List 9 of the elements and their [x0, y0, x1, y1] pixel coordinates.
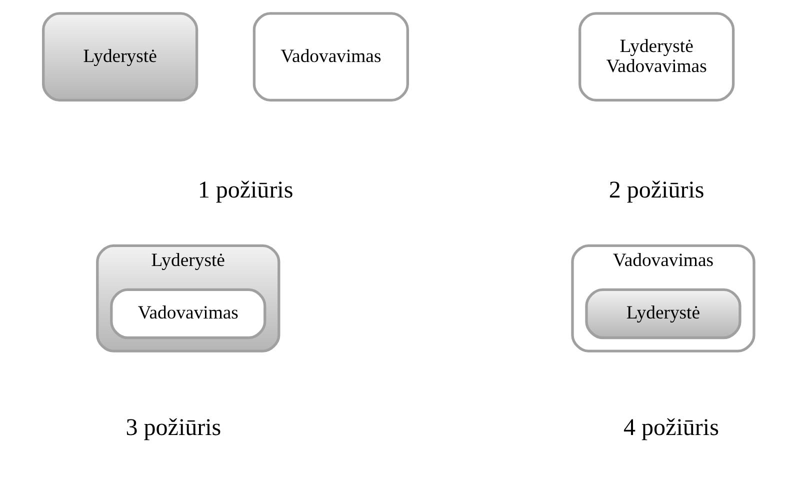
label: 2 požiūris: [608, 177, 704, 204]
label: 3 požiūris: [126, 415, 222, 442]
node-box: Lyderystė: [42, 12, 198, 102]
label: 4 požiūris: [624, 415, 719, 442]
node-box: Vadovavimas: [252, 12, 409, 102]
node-box: Lyderystė Vadovavimas: [578, 12, 735, 102]
label: 1 požiūris: [198, 177, 294, 204]
node-box: Vadovavimas: [110, 288, 266, 340]
node-box: Lyderystė: [585, 288, 742, 340]
